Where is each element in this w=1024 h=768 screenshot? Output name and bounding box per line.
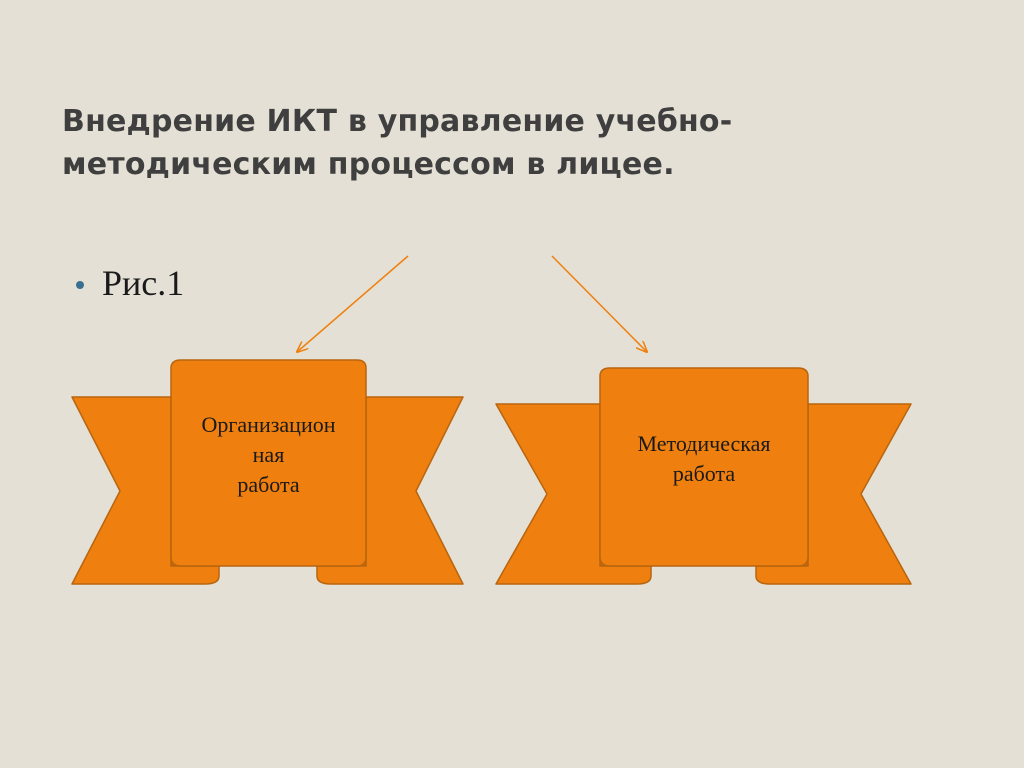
banner-methodical: [495, 367, 912, 585]
bullet-item: Рис.1: [76, 262, 184, 304]
arrow-left: [297, 255, 409, 352]
banner-label-organizational: Организацион ная работа: [201, 412, 336, 497]
arrow-right: [551, 255, 647, 352]
bullet-text: Рис.1: [102, 263, 185, 303]
banner-organizational: [71, 359, 464, 585]
banner-label-methodical: Методическая работа: [637, 431, 771, 486]
slide-title: Внедрение ИКТ в управление учебно-методи…: [62, 104, 733, 182]
bullet-dot-icon: [76, 281, 84, 289]
